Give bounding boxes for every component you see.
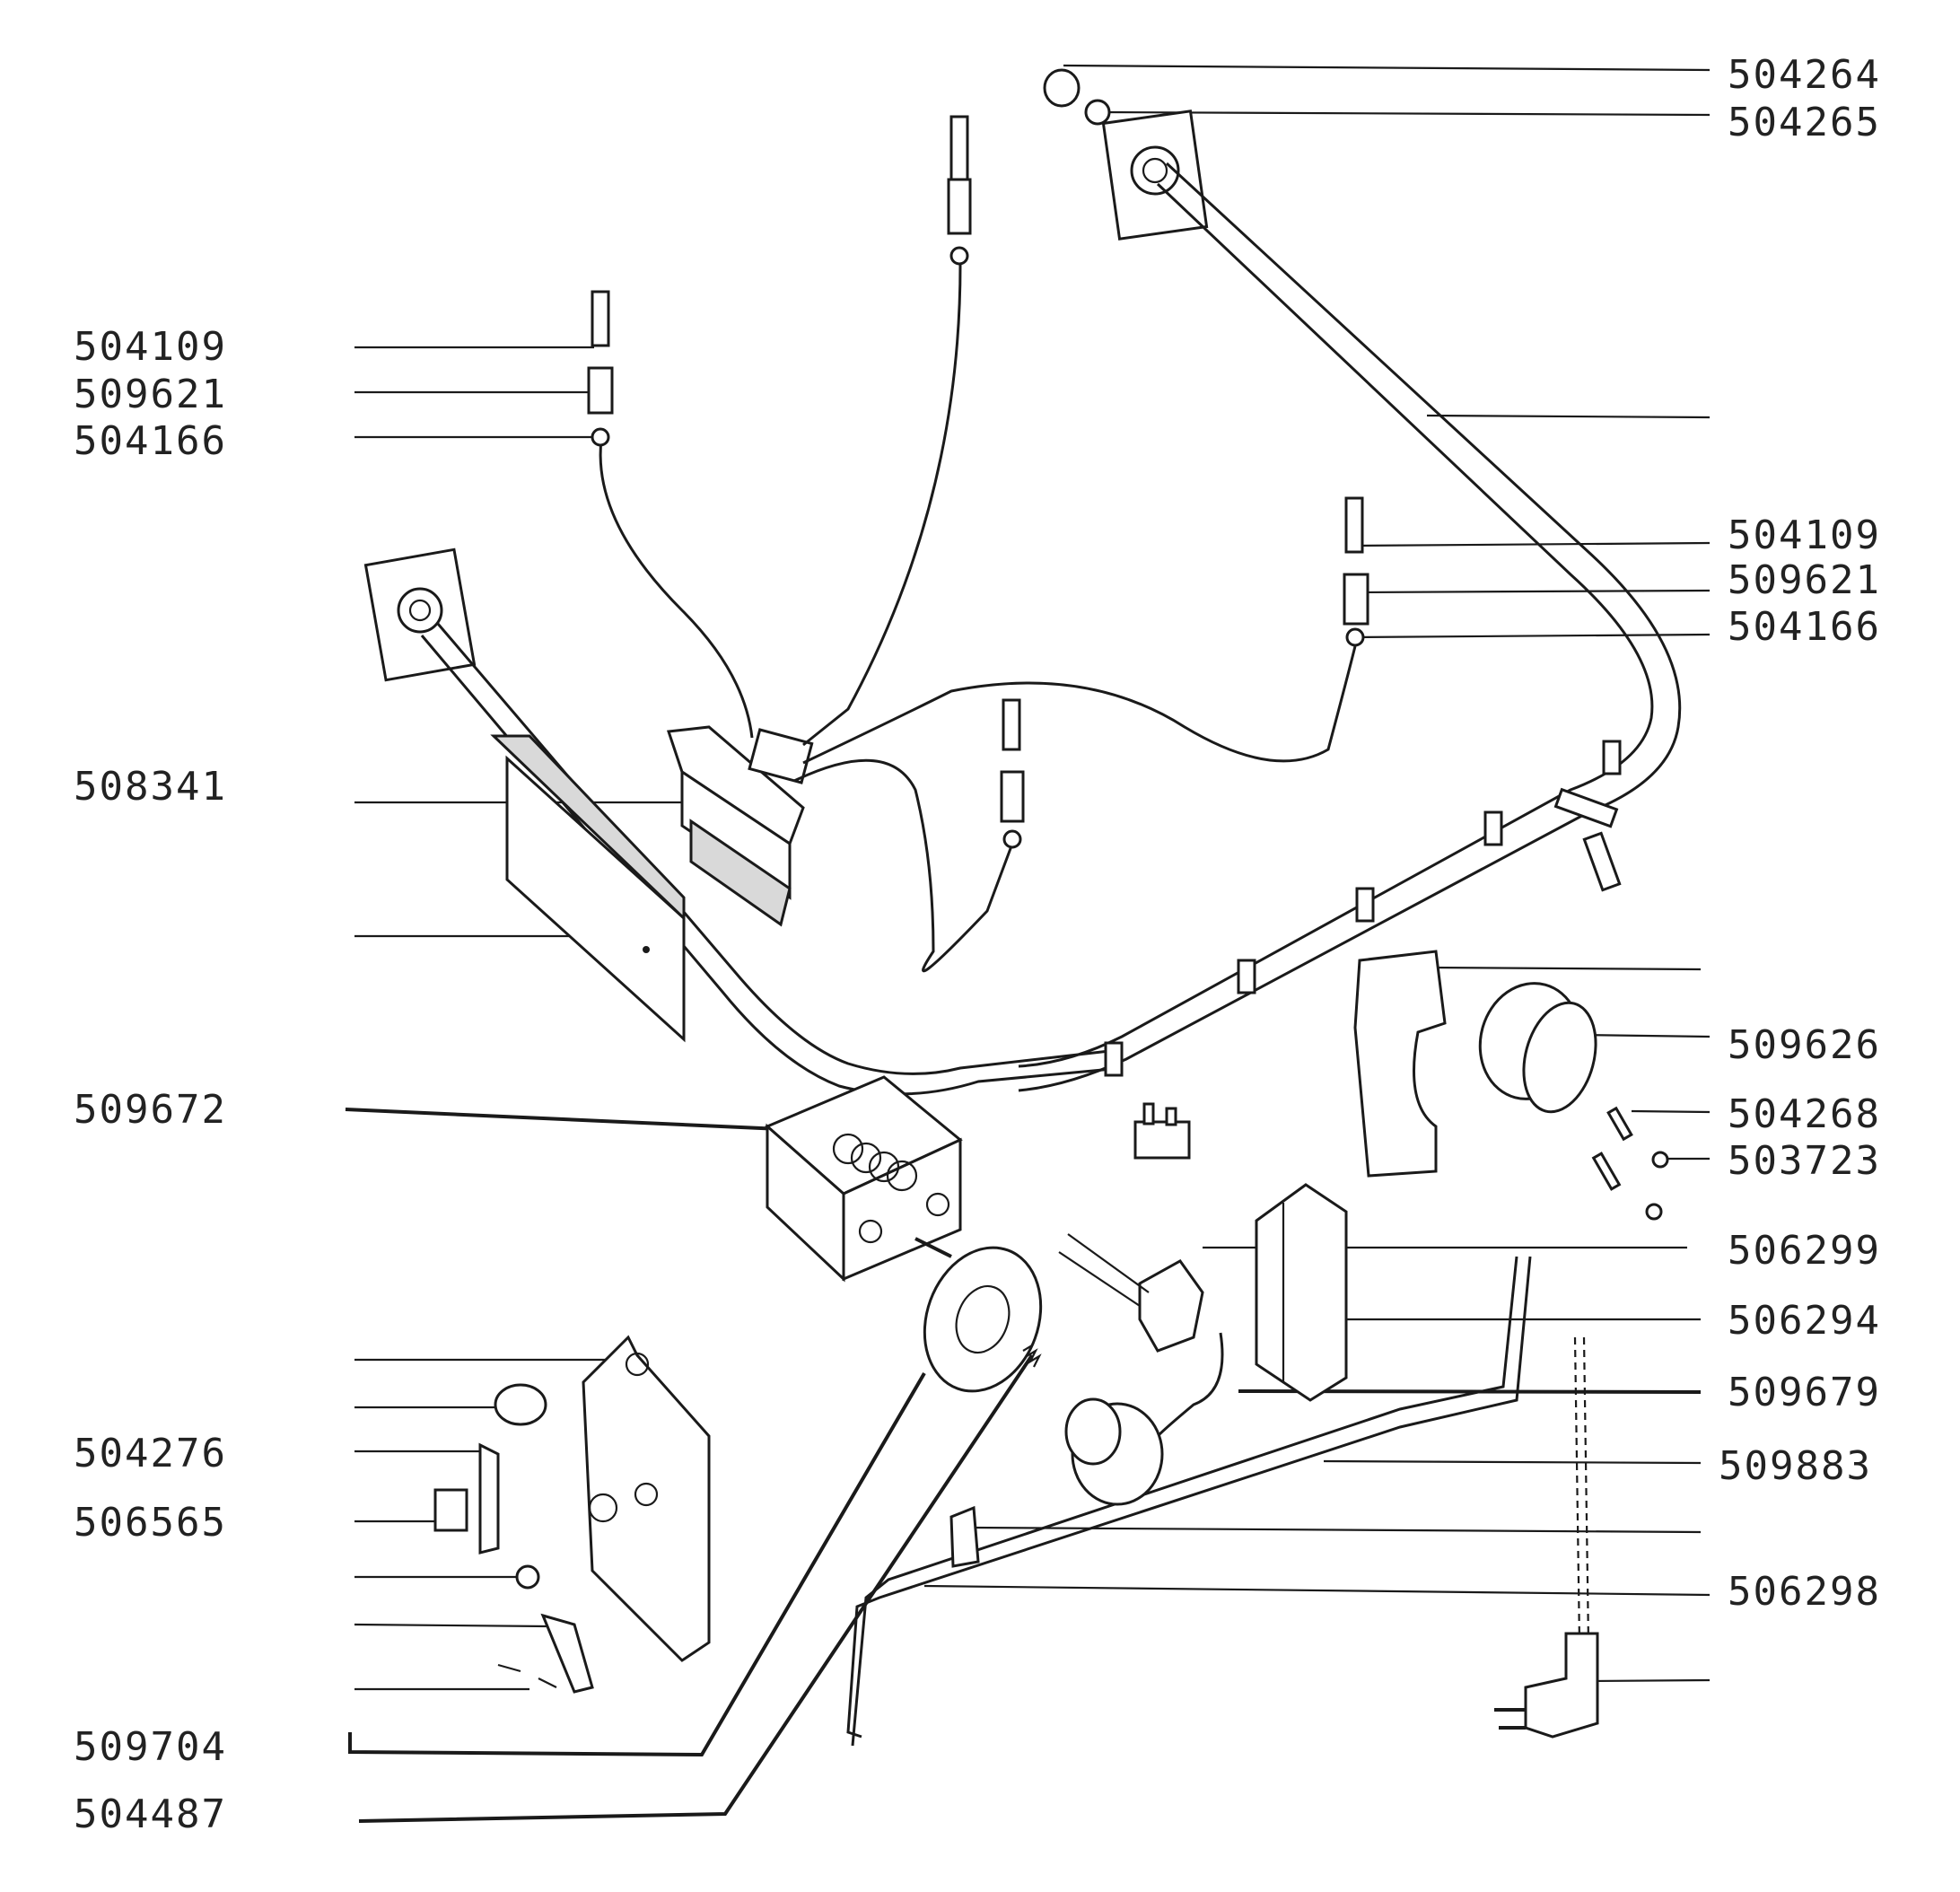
probe-center [1000,698,1025,849]
mounting-plate [582,1335,711,1662]
heating-element-left [363,547,1622,1096]
label-504109-right: 504109 [1728,512,1881,558]
dial-plate [923,1246,1043,1393]
bracket-506294 [1255,1183,1348,1402]
bracket-506298 [949,1505,980,1568]
thermostat [1058,1102,1204,1353]
probe-right [1343,496,1369,647]
terminal-block [666,725,814,927]
label-509621-right: 509621 [1728,557,1881,603]
label-506299: 506299 [1728,1228,1881,1274]
label-506298: 506298 [1728,1569,1881,1615]
label-508341: 508341 [74,764,227,810]
probe-top-center [947,115,972,266]
label-504264: 504264 [1728,52,1881,98]
label-504166-right: 504166 [1728,604,1881,650]
small-switch [494,1383,547,1426]
label-504265: 504265 [1728,100,1881,145]
label-509704: 509704 [74,1724,227,1770]
leader-lines [345,64,1711,1823]
label-504487: 504487 [74,1791,227,1837]
pilot-lamp [1478,982,1597,1114]
label-509672: 509672 [74,1087,227,1133]
label-504109-left: 504109 [74,324,227,370]
label-506294: 506294 [1728,1298,1881,1344]
knob [1064,1397,1164,1506]
label-506565: 506565 [74,1500,227,1546]
lamp-bracket [1353,950,1447,1178]
label-509621-left: 509621 [74,372,227,417]
label-504268: 504268 [1728,1091,1881,1137]
reflector-panel [490,734,686,1043]
probe-left [587,290,614,447]
clip-bracket [497,1613,594,1694]
rotary-switch [765,1075,963,1283]
small-washer [515,1564,540,1590]
label-509626: 509626 [1728,1022,1881,1068]
label-509883: 509883 [1719,1443,1872,1489]
label-503723: 503723 [1728,1138,1881,1184]
label-504276: 504276 [74,1431,227,1476]
small-screws [1591,1106,1669,1221]
label-504166-left: 504166 [74,418,227,464]
switch-bracket [433,1442,500,1555]
label-509679: 509679 [1728,1370,1881,1415]
spring [1022,1343,1042,1368]
power-cord [1494,1336,1599,1739]
